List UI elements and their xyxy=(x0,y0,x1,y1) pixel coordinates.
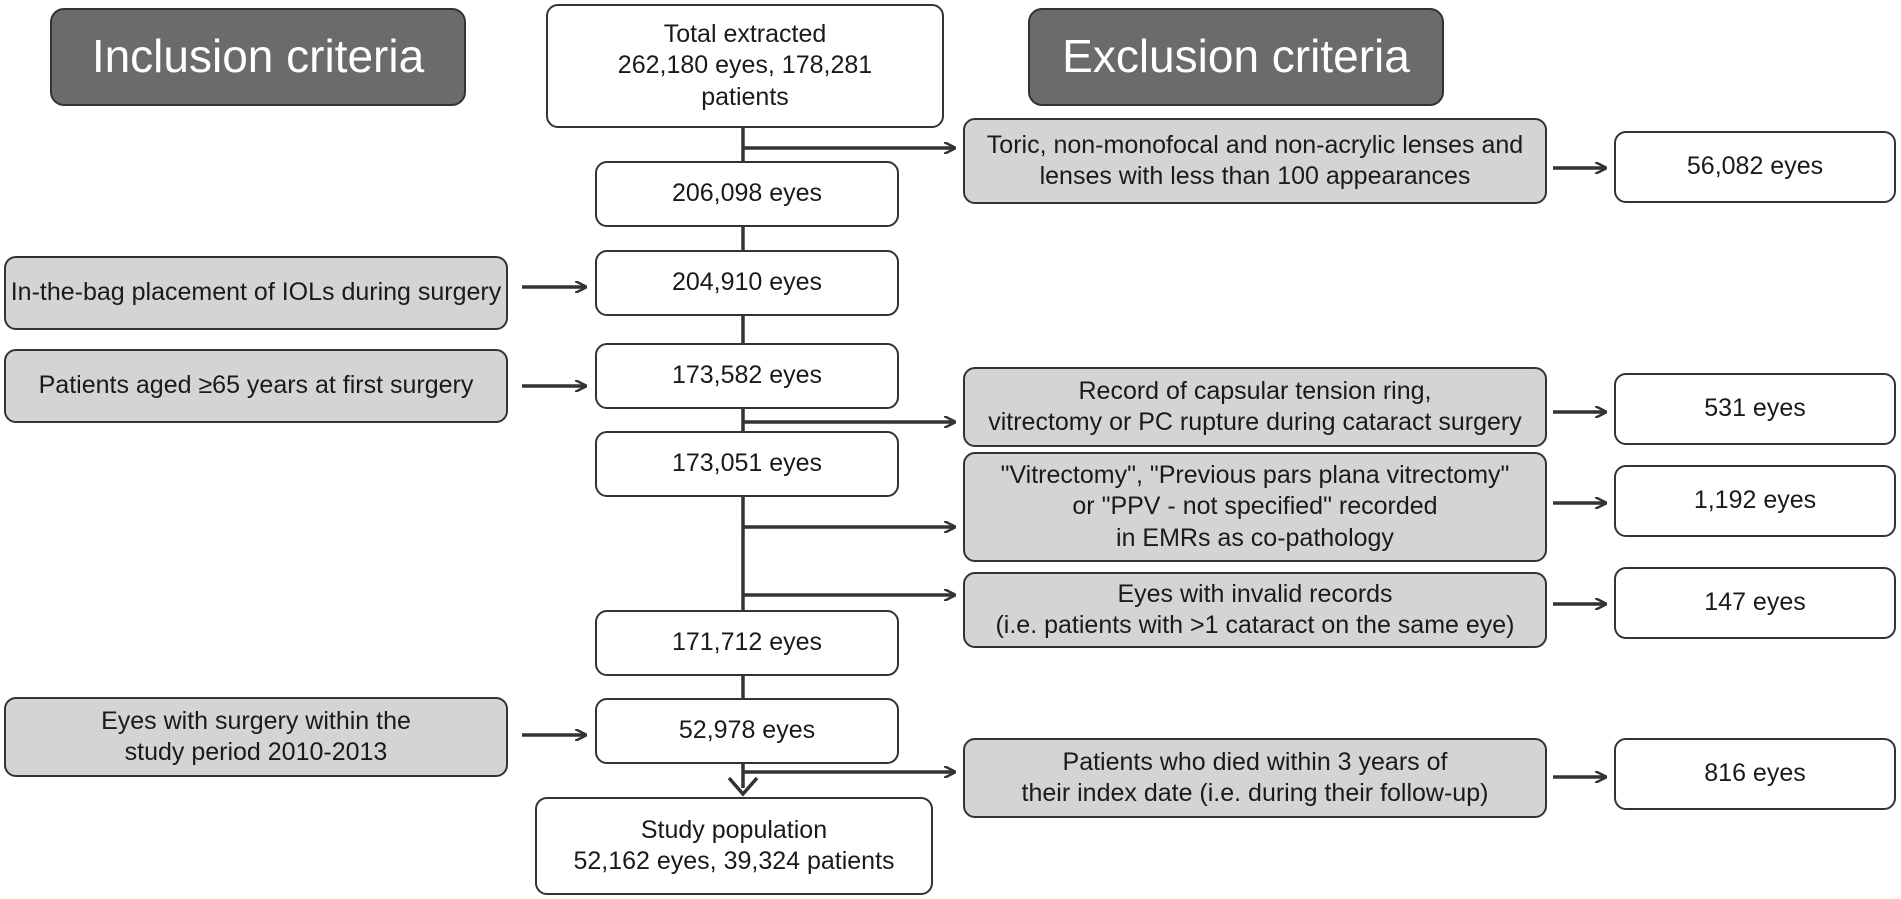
total-extracted-box: Total extracted 262,180 eyes, 178,281 pa… xyxy=(546,4,944,128)
exclusion-criteria-header: Exclusion criteria xyxy=(1028,8,1444,106)
inclusion-criteria-header: Inclusion criteria xyxy=(50,8,466,106)
excluded-count-147: 147 eyes xyxy=(1614,567,1896,639)
excluded-count-56082: 56,082 eyes xyxy=(1614,131,1896,203)
exclusion-box-vitrectomy: "Vitrectomy", "Previous pars plana vitre… xyxy=(963,452,1547,562)
inclusion-box-study-period: Eyes with surgery within the study perio… xyxy=(4,697,508,777)
step-box-52978: 52,978 eyes xyxy=(595,698,899,764)
exclusion-box-lens-types: Toric, non-monofocal and non-acrylic len… xyxy=(963,118,1547,204)
step-box-171712: 171,712 eyes xyxy=(595,610,899,676)
excluded-count-531: 531 eyes xyxy=(1614,373,1896,445)
excluded-count-1192: 1,192 eyes xyxy=(1614,465,1896,537)
exclusion-box-capsular-tension: Record of capsular tension ring, vitrect… xyxy=(963,367,1547,447)
exclusion-box-deceased: Patients who died within 3 years of thei… xyxy=(963,738,1547,818)
inclusion-box-age: Patients aged ≥65 years at first surgery xyxy=(4,349,508,423)
step-box-173051: 173,051 eyes xyxy=(595,431,899,497)
step-box-173582: 173,582 eyes xyxy=(595,343,899,409)
excluded-count-816: 816 eyes xyxy=(1614,738,1896,810)
inclusion-box-in-the-bag: In-the-bag placement of IOLs during surg… xyxy=(4,256,508,330)
step-box-206098: 206,098 eyes xyxy=(595,161,899,227)
final-arrowhead xyxy=(727,776,759,797)
step-box-204910: 204,910 eyes xyxy=(595,250,899,316)
study-population-box: Study population 52,162 eyes, 39,324 pat… xyxy=(535,797,933,895)
exclusion-box-invalid-records: Eyes with invalid records (i.e. patients… xyxy=(963,572,1547,648)
